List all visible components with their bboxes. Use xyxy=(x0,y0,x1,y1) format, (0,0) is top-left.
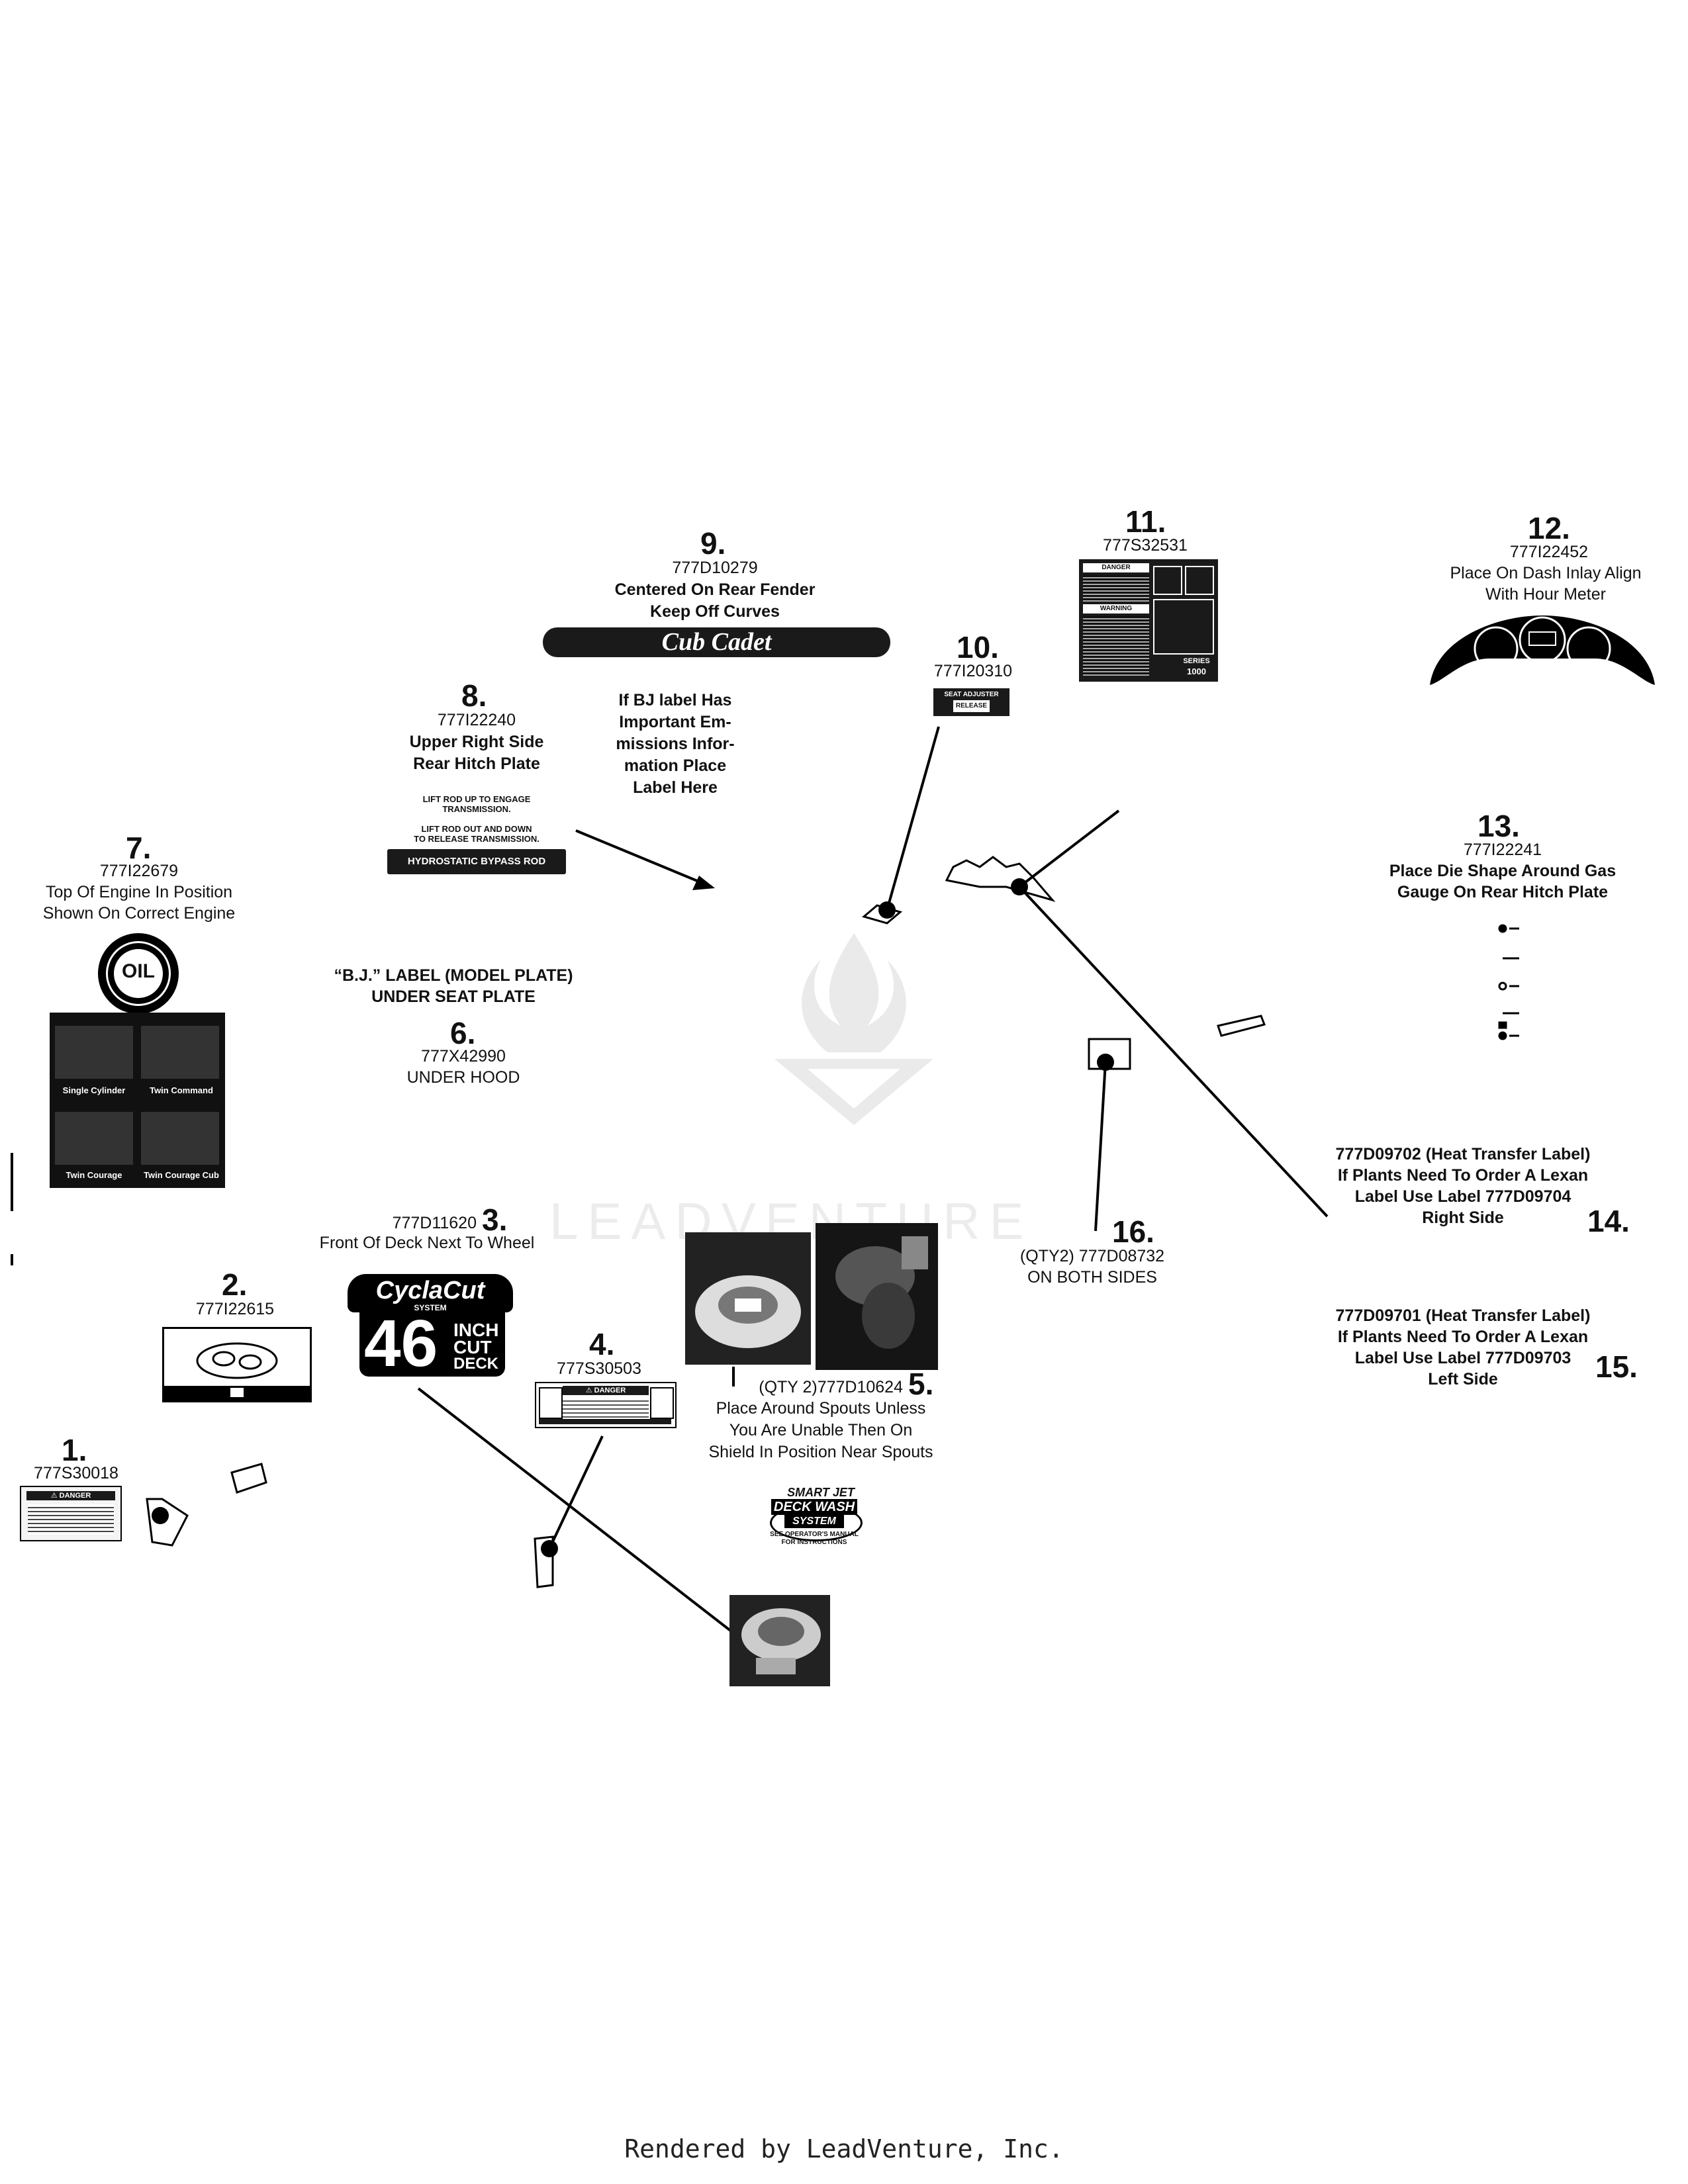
callout-15-line-1: 777D09701 (Heat Transfer Label) xyxy=(1335,1306,1591,1325)
callout-6-part: 777X42990 xyxy=(421,1047,506,1066)
footer-credit: Rendered by LeadVenture, Inc. xyxy=(624,2134,1064,2163)
callout-7-line-2: Shown On Correct Engine xyxy=(42,904,236,923)
callout-14-line-3: Label Use Label 777D09704 xyxy=(1354,1187,1571,1206)
leader-8 xyxy=(575,829,712,888)
callout-6-number: 6. xyxy=(450,1016,476,1050)
callout-10-part: 777I20310 xyxy=(933,662,1013,680)
callout-10-number: 10. xyxy=(957,630,999,664)
callout-15-line-2: If Plants Need To Order A Lexan xyxy=(1337,1328,1589,1346)
callout-4-part: 777S30503 xyxy=(557,1359,641,1378)
callout-8-line-2: Rear Hitch Plate xyxy=(413,754,540,773)
label-5-photo-b xyxy=(816,1223,938,1370)
label-13-gas-gauge xyxy=(1498,924,1519,1040)
leader-10 xyxy=(886,726,940,911)
label-4-danger: ⚠ DANGER xyxy=(535,1382,677,1428)
leader-16 xyxy=(1094,1062,1107,1232)
label-deck-photo xyxy=(729,1595,830,1686)
callout-8-part: 777I22240 xyxy=(437,711,516,729)
callout-12-part: 777I22452 xyxy=(1509,543,1589,561)
callout-13-number: 13. xyxy=(1477,809,1520,843)
callout-8-line-1: Upper Right Side xyxy=(409,733,544,751)
label-2-hazard xyxy=(162,1327,312,1402)
callout-14-line-1: 777D09702 (Heat Transfer Label) xyxy=(1335,1145,1591,1163)
label-7-engine-chart: Single Cylinder Twin Command Twin Courag… xyxy=(50,1013,225,1188)
callout-9-number: 9. xyxy=(700,526,726,561)
callout-5-line-2: You Are Unable Then On xyxy=(729,1421,913,1439)
callout-3-placement: Front Of Deck Next To Wheel xyxy=(319,1234,535,1252)
leader-dot-16 xyxy=(1097,1054,1114,1071)
callout-12-line-1: Place On Dash Inlay Align xyxy=(1450,564,1642,582)
label-smartjet-decal: SMART JET DECK WASH SYSTEM SEE OPERATOR'… xyxy=(765,1486,864,1552)
label-3-cyclocut-46: CyclaCut SYSTEM 46 INCH CUT DECK xyxy=(348,1274,513,1377)
arrow-head-8 xyxy=(692,876,715,890)
callout-13-part: 777I22241 xyxy=(1463,841,1542,859)
label-5-photo-a xyxy=(685,1232,811,1365)
callout-11-number: 11. xyxy=(1125,504,1166,539)
bj-note-3: missions Infor- xyxy=(616,735,735,753)
callout-5-line-3: Shield In Position Near Spouts xyxy=(708,1443,933,1461)
callout-9-line-2: Keep Off Curves xyxy=(650,602,780,621)
label-7-oil-badge: OIL xyxy=(98,933,179,1014)
callout-15-number: 15. xyxy=(1595,1349,1638,1384)
callout-14-line-2: If Plants Need To Order A Lexan xyxy=(1337,1166,1589,1185)
leader-11 xyxy=(1018,809,1120,888)
label-2-pictogram xyxy=(164,1342,310,1400)
callout-16-number: 16. xyxy=(1112,1214,1154,1249)
label-10-seat-adjuster: SEAT ADJUSTER RELEASE xyxy=(933,688,1009,716)
callout-7-line-1: Top Of Engine In Position xyxy=(45,883,233,901)
callout-5-number: 5. xyxy=(908,1367,934,1401)
callout-6-pre-2: UNDER SEAT PLATE xyxy=(371,987,536,1006)
callout-1-number: 1. xyxy=(62,1433,87,1467)
callout-14-number: 14. xyxy=(1587,1204,1630,1238)
callout-12-number: 12. xyxy=(1528,511,1570,545)
callout-14-line-4: Right Side xyxy=(1422,1208,1504,1227)
callout-15-line-4: Left Side xyxy=(1428,1370,1498,1388)
callout-8-number: 8. xyxy=(461,678,487,713)
callout-13-line-1: Place Die Shape Around Gas xyxy=(1389,862,1617,880)
callout-15-line-3: Label Use Label 777D09703 xyxy=(1354,1349,1571,1367)
watermark-logo xyxy=(774,933,933,1125)
callout-9-part: 777D10279 xyxy=(672,559,758,577)
bj-note-4: mation Place xyxy=(624,756,727,775)
callout-2-part: 777I22615 xyxy=(195,1300,275,1318)
callout-7-number: 7. xyxy=(126,831,152,865)
callout-1-part: 777S30018 xyxy=(34,1464,118,1482)
callout-5-line-1: Place Around Spouts Unless xyxy=(716,1399,926,1418)
label-11-warning: DANGER WARNING SERIES 1000 xyxy=(1079,559,1218,682)
leader-3 xyxy=(417,1387,763,1656)
leader-dot-1 xyxy=(152,1507,169,1524)
bj-note-2: Important Em- xyxy=(619,713,731,731)
callout-6-pre-1: “B.J.” LABEL (MODEL PLATE) xyxy=(334,966,573,985)
callout-16-location: ON BOTH SIDES xyxy=(1027,1268,1157,1287)
callout-7-part: 777I22679 xyxy=(99,862,179,880)
callout-3-part: 777D11620 xyxy=(392,1214,477,1232)
bj-note-1: If BJ label Has xyxy=(618,691,732,709)
bj-note-5: Label Here xyxy=(633,778,718,797)
leader-4 xyxy=(548,1435,604,1549)
leader-dot-4 xyxy=(541,1540,558,1557)
callout-11-part: 777S32531 xyxy=(1103,536,1188,555)
callout-6-location: UNDER HOOD xyxy=(406,1068,520,1087)
leader-dot-10 xyxy=(878,901,896,919)
callout-12-line-2: With Hour Meter xyxy=(1485,585,1606,604)
label-8-hydrostatic: LIFT ROD UP TO ENGAGE TRANSMISSION. LIFT… xyxy=(387,791,566,890)
label-9-cub-cadet-decal: Cub Cadet xyxy=(543,627,890,657)
leader-14 xyxy=(1018,886,1329,1218)
callout-9-line-1: Centered On Rear Fender xyxy=(614,580,816,599)
callout-5-part: (QTY 2)777D10624 xyxy=(759,1378,903,1396)
callout-3-number: 3. xyxy=(482,1203,508,1237)
callout-16-part: (QTY2) 777D08732 xyxy=(1019,1247,1165,1265)
label-12-dash-inlay xyxy=(1430,615,1655,685)
callout-2-number: 2. xyxy=(222,1267,248,1302)
callout-4-number: 4. xyxy=(589,1327,615,1361)
callout-13-line-2: Gauge On Rear Hitch Plate xyxy=(1397,883,1609,901)
label-1-danger: ⚠ DANGER xyxy=(20,1486,122,1541)
